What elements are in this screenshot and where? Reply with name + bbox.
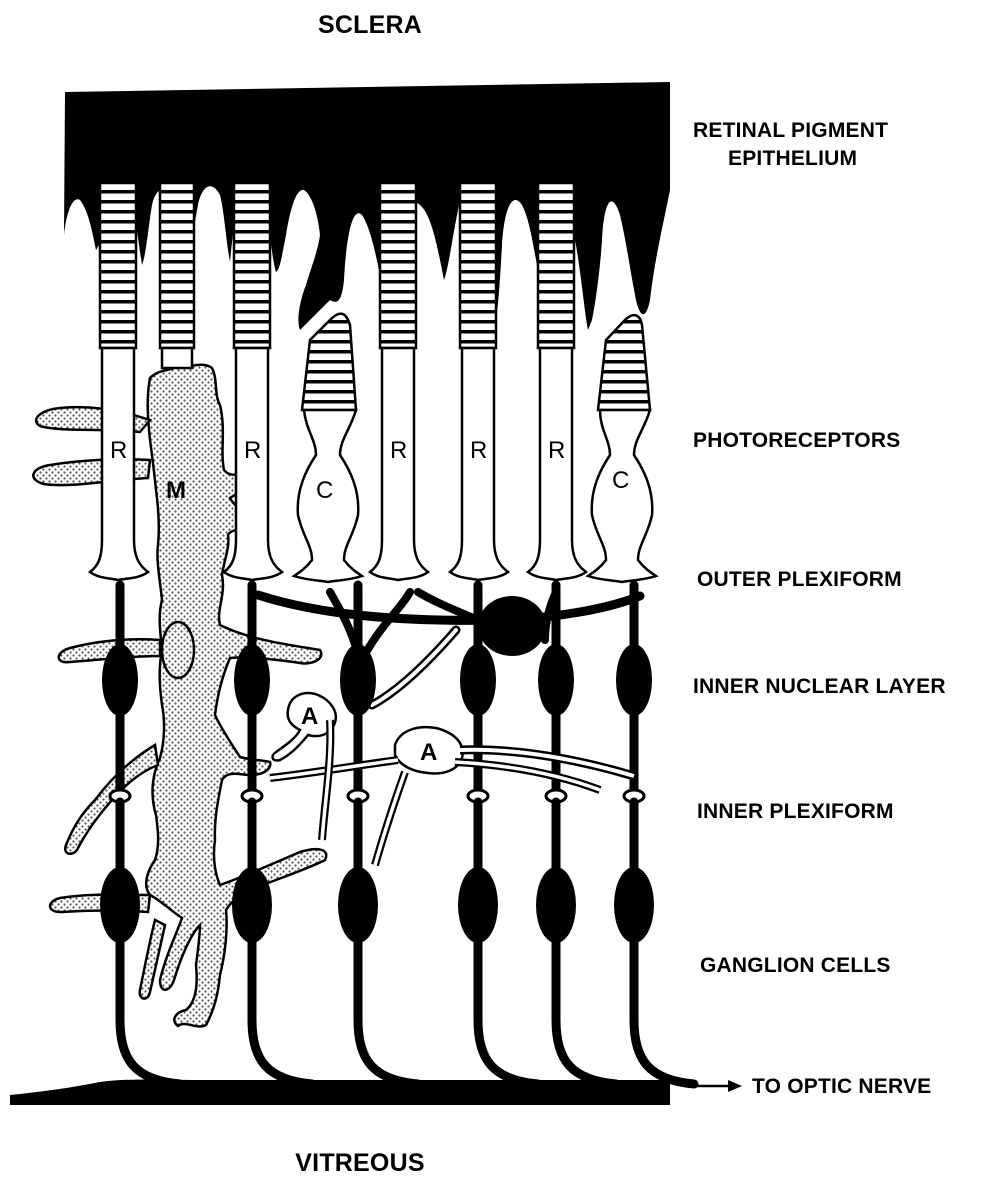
ganglion-axon [478, 930, 538, 1084]
nerve-fiber-layer [10, 1080, 670, 1106]
muller-letter: M [166, 477, 186, 504]
rod-letter: R [470, 437, 487, 464]
rod-letter: R [110, 437, 127, 464]
bipolar-soma [538, 644, 574, 716]
cone-letter: C [316, 477, 333, 504]
ganglion-axon [556, 930, 616, 1084]
rod-letter: R [244, 437, 261, 464]
bipolar-soma [460, 644, 496, 716]
bipolar-soma [616, 644, 652, 716]
rod-letter: R [548, 437, 565, 464]
ganglion-axon [252, 930, 312, 1084]
ganglion-axon [358, 930, 418, 1084]
rpe-label-line2: EPITHELIUM [728, 146, 857, 171]
rod-letter: R [390, 437, 407, 464]
amacrine-letter: A [420, 739, 437, 766]
optic-nerve-label: TO OPTIC NERVE [752, 1074, 931, 1099]
vitreous-label: VITREOUS [280, 1148, 440, 1178]
bipolar-soma [102, 644, 138, 716]
sclera-label: SCLERA [300, 10, 440, 40]
bipolar-soma [340, 644, 376, 716]
bipolar-soma [234, 644, 270, 716]
amacrine-letter: A [301, 703, 318, 730]
pigment-epithelium [64, 82, 670, 330]
rpe-label-line1: RETINAL PIGMENT [693, 118, 888, 143]
photoreceptors-label: PHOTORECEPTORS [693, 428, 900, 453]
cone-cell [588, 315, 656, 582]
outer-plexiform-label: OUTER PLEXIFORM [697, 567, 902, 592]
ganglion-cells-label: GANGLION CELLS [700, 953, 891, 978]
inner-nuclear-label: INNER NUCLEAR LAYER [693, 674, 946, 699]
muller-glial-cell [33, 364, 326, 1026]
ganglion-axon [634, 930, 694, 1084]
cone-cell [294, 314, 362, 582]
amacrine-cells [270, 693, 634, 865]
inner-plexiform-label: INNER PLEXIFORM [697, 799, 894, 824]
cone-letter: C [612, 467, 629, 494]
rod-cell [160, 183, 194, 368]
